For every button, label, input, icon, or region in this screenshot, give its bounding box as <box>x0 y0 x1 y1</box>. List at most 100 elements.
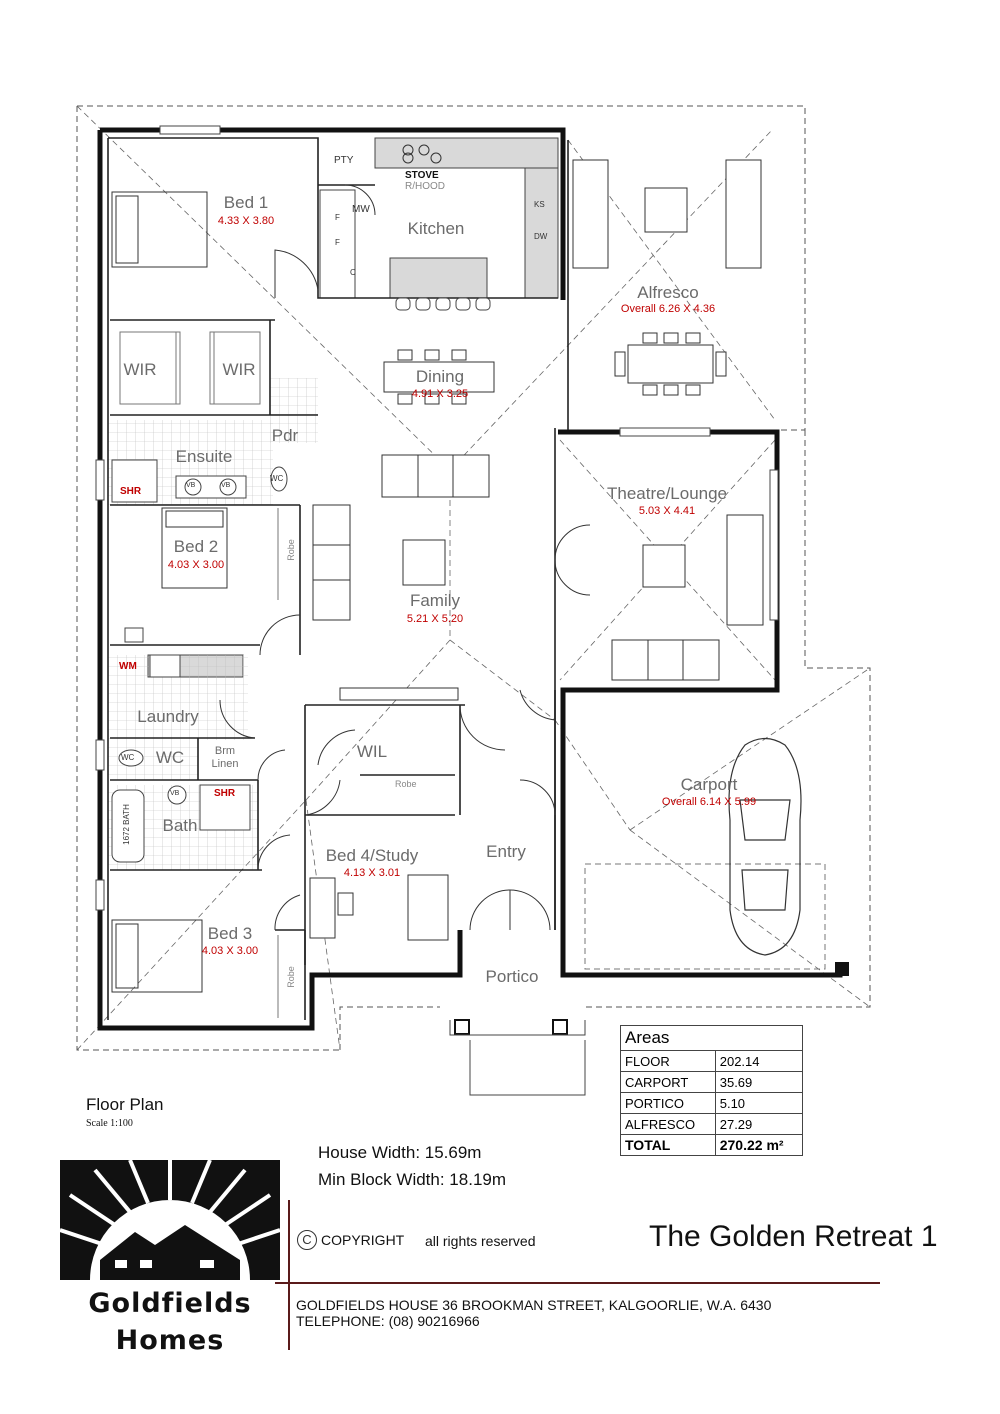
area-total-label: TOTAL <box>620 1134 716 1156</box>
bed-1-drawing <box>111 191 208 268</box>
windows <box>95 125 779 911</box>
door-swings <box>219 184 591 931</box>
label-shower-bath: SHR <box>214 788 236 799</box>
bed-2-drawing <box>161 507 228 589</box>
bed-3-drawing <box>111 919 203 993</box>
copyright-symbol: C <box>297 1230 317 1250</box>
wir-robes <box>119 331 279 1018</box>
label-vanity-basin-2: VB <box>221 482 231 489</box>
room-dims-carport: Overall 6.14 X 5.99 <box>661 796 757 808</box>
room-label-pdr: Pdr <box>271 426 299 445</box>
label-robe-wil: Robe <box>395 779 417 789</box>
room-label-bed-2: Bed 2 <box>173 537 219 556</box>
label-fridge-2: F <box>335 213 340 222</box>
title-block-horizontal-rule <box>275 1282 880 1284</box>
brand-line-2: Homes <box>115 1325 225 1356</box>
family-furniture <box>312 454 490 701</box>
title-block-vertical-rule <box>288 1200 290 1350</box>
room-label-laundry: Laundry <box>137 707 199 726</box>
room-label-wc: WC <box>155 748 185 767</box>
copyright-symbol-letter: C <box>302 1232 312 1247</box>
area-value: 35.69 <box>714 1071 804 1093</box>
copyright-label: COPYRIGHT <box>321 1232 405 1248</box>
room-label-theatre-lounge: Theatre/Lounge <box>606 484 728 503</box>
min-block-width: Min Block Width: 18.19m <box>318 1170 507 1189</box>
room-label-wir-left: WIR <box>123 360 157 379</box>
label-shower-ensuite: SHR <box>120 486 142 497</box>
room-dims-bed-3: 4.03 X 3.00 <box>201 945 259 957</box>
car-drawing <box>728 737 802 956</box>
room-label-bed-3: Bed 3 <box>207 924 253 943</box>
room-label-dining: Dining <box>415 367 465 386</box>
label-wc-laundry: WC <box>121 753 135 762</box>
room-dims-dining: 4.91 X 3.25 <box>411 388 469 400</box>
room-label-linen: Brm Linen <box>211 745 239 770</box>
label-microwave: MW <box>352 204 370 215</box>
room-label-wil: WIL <box>356 742 388 761</box>
room-label-kitchen: Kitchen <box>407 219 465 238</box>
area-label: ALFRESCO <box>620 1113 716 1135</box>
stove-burners <box>402 144 442 164</box>
room-label-wir-right: WIR <box>222 360 256 379</box>
label-fridge-1: F <box>335 238 340 247</box>
room-dims-theatre-lounge: 5.03 X 4.41 <box>638 505 696 517</box>
carport-slab <box>584 863 826 970</box>
portico-posts <box>454 962 849 1035</box>
area-label: CARPORT <box>620 1071 716 1093</box>
company-address: GOLDFIELDS HOUSE 36 BROOKMAN STREET, KAL… <box>296 1297 772 1313</box>
portico-steps <box>449 1020 586 1096</box>
house-width: House Width: 15.69m <box>318 1143 482 1162</box>
room-label-carport: Carport <box>680 775 738 794</box>
label-cupboard: C <box>350 268 356 277</box>
room-label-bed-4-study: Bed 4/Study <box>325 846 419 865</box>
internal-walls <box>107 137 569 1020</box>
kitchen-stools <box>395 297 491 311</box>
floor-plan-title: Floor Plan <box>86 1095 164 1114</box>
area-value: 5.10 <box>714 1092 804 1114</box>
area-value: 202.14 <box>714 1050 804 1072</box>
bathroom-fixtures <box>111 459 288 863</box>
room-label-bath: Bath <box>162 816 198 835</box>
room-dims-family: 5.21 X 5.20 <box>406 613 464 625</box>
room-dims-bed-1: 4.33 X 3.80 <box>217 215 275 227</box>
room-label-ensuite: Ensuite <box>175 447 233 466</box>
room-dims-bed-4-study: 4.13 X 3.01 <box>343 867 401 879</box>
room-label-portico: Portico <box>485 967 539 986</box>
label-vanity-basin-3: VB <box>170 790 180 797</box>
brand-name: Goldfields Homes <box>60 1285 280 1359</box>
label-vanity-basin-1: VB <box>186 482 196 489</box>
areas-title: Areas <box>620 1025 803 1051</box>
plan-name: The Golden Retreat 1 <box>649 1220 938 1253</box>
label-robe-bed-2: Robe <box>285 539 296 561</box>
room-label-alfresco: Alfresco <box>637 283 699 302</box>
kitchen-benches <box>147 137 559 678</box>
room-label-family: Family <box>409 591 461 610</box>
area-total-value: 270.22 m² <box>714 1134 804 1156</box>
label-pantry: PTY <box>334 155 354 166</box>
label-robe-bed-3: Robe <box>285 966 296 988</box>
theatre-furniture <box>611 514 764 681</box>
company-telephone: TELEPHONE: (08) 90216966 <box>296 1313 480 1329</box>
label-rangehood: R/HOOD <box>405 181 445 192</box>
room-label-entry: Entry <box>486 842 526 861</box>
label-washing-machine: WM <box>119 661 137 672</box>
study-desk <box>309 874 449 941</box>
dining-table <box>383 349 495 405</box>
rights-reserved: all rights reserved <box>425 1233 536 1249</box>
room-dims-alfresco: Overall 6.26 X 4.36 <box>620 303 716 315</box>
label-wc-ensuite: WC <box>270 474 284 483</box>
room-dims-bed-2: 4.03 X 3.00 <box>167 559 225 571</box>
brand-line-1: Goldfields <box>88 1288 252 1319</box>
room-label-bed-1: Bed 1 <box>223 193 269 212</box>
area-value: 27.29 <box>714 1113 804 1135</box>
scale-label: Scale 1:100 <box>86 1118 133 1129</box>
label-kitchen-sink: KS <box>534 200 545 209</box>
label-bath-size: 1672 BATH <box>121 804 131 845</box>
alfresco-furniture <box>572 159 762 396</box>
